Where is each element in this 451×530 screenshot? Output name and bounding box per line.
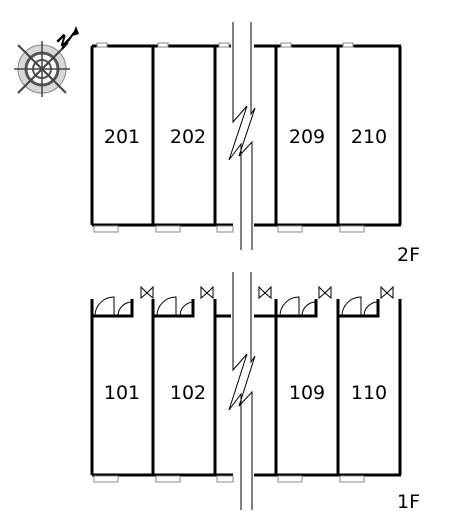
floor-1f: 101 102 109 110 1F	[90, 285, 420, 513]
compass-north-label: N	[53, 32, 73, 52]
break-line	[227, 272, 256, 510]
floor-2f: 201 202 209 210 2F	[90, 42, 420, 266]
room-label: 101	[104, 382, 140, 404]
floor-label: 2F	[397, 244, 420, 266]
room-label: 110	[351, 382, 387, 404]
compass-rose-icon	[14, 26, 79, 97]
room-label: 109	[289, 382, 325, 404]
meter-box-icon	[140, 285, 394, 300]
compass: N	[14, 26, 79, 97]
room-label: 201	[104, 126, 140, 148]
room-label: 102	[170, 382, 206, 404]
room-label: 210	[351, 126, 387, 148]
room-label: 202	[170, 126, 206, 148]
room-label: 209	[289, 126, 325, 148]
break-line	[227, 22, 256, 250]
floor-label: 1F	[397, 491, 420, 513]
